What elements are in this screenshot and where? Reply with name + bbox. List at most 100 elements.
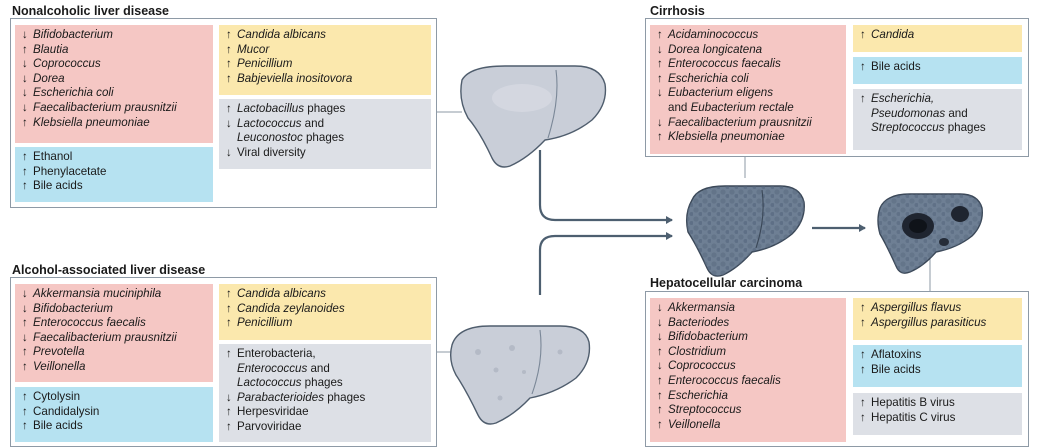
taxon-text: Enterobacteria, bbox=[237, 347, 316, 360]
taxon-text: Penicillium bbox=[237, 57, 293, 71]
increase-arrow-icon: ↑ bbox=[657, 417, 663, 431]
list-item: ↑ Cytolysin bbox=[22, 390, 207, 405]
list-item: ↑ Aflatoxins bbox=[860, 348, 1016, 363]
increase-arrow-icon: ↑ bbox=[860, 92, 866, 105]
increase-arrow-icon: ↑ bbox=[657, 130, 663, 144]
taxon-text: Hepatitis B virus bbox=[871, 396, 955, 409]
increase-arrow-icon: ↑ bbox=[860, 60, 866, 73]
list-item: ↓ Dorea bbox=[22, 72, 207, 87]
taxon-text: Coprococcus bbox=[33, 57, 101, 71]
increase-arrow-icon: ↑ bbox=[657, 71, 663, 85]
taxon-text: Cytolysin bbox=[33, 390, 81, 403]
taxon-text: Escherichia coli bbox=[33, 86, 114, 100]
taxon-text: Babjeviella inositovora bbox=[237, 71, 353, 85]
list-item: ↓ Faecalibacterium prausnitzii bbox=[22, 331, 207, 346]
list-item: ↑ Penicillium bbox=[226, 57, 425, 72]
decrease-arrow-icon: ↓ bbox=[657, 359, 663, 373]
cirrhosis-metabolites-box: ↑ Bile acids bbox=[853, 57, 1022, 84]
hcc-metabolites-box: ↑ Aflatoxins↑ Bile acids bbox=[853, 345, 1022, 387]
taxon-text: Bifidobacterium bbox=[33, 28, 113, 41]
list-item: ↑ Escherichia coli bbox=[657, 72, 840, 87]
taxon-text: phages bbox=[301, 376, 343, 390]
taxon-text: Clostridium bbox=[668, 344, 726, 358]
decrease-arrow-icon: ↓ bbox=[22, 330, 28, 344]
increase-arrow-icon: ↑ bbox=[226, 287, 232, 300]
increase-arrow-icon: ↑ bbox=[22, 390, 28, 403]
decrease-arrow-icon: ↓ bbox=[22, 57, 28, 71]
hcc-bacteria-box: ↓ Akkermansia↓ Bacteriodes↓ Bifidobacter… bbox=[650, 298, 846, 442]
list-item: Enterococcus and bbox=[226, 362, 425, 377]
list-item: ↑ Veillonella bbox=[22, 360, 207, 375]
list-item: ↑ Lactobacillus phages bbox=[226, 102, 425, 117]
increase-arrow-icon: ↑ bbox=[226, 28, 232, 41]
taxon-text: Aspergillus parasiticus bbox=[871, 315, 987, 329]
ald-metabolites-box: ↑ Cytolysin↑ Candidalysin↑ Bile acids bbox=[15, 387, 213, 442]
taxon-text: and bbox=[945, 106, 968, 120]
taxon-text: Lactobacillus bbox=[237, 102, 305, 115]
list-item: ↑ Hepatitis C virus bbox=[860, 411, 1016, 426]
increase-arrow-icon: ↑ bbox=[22, 316, 28, 330]
taxon-text: and bbox=[301, 116, 325, 130]
decrease-arrow-icon: ↓ bbox=[22, 28, 28, 41]
taxon-text: Parabacterioides bbox=[237, 390, 325, 404]
list-item: ↑ Penicillium bbox=[226, 316, 425, 331]
cirrhosis-bacteria-box: ↑ Acidaminococcus↓ Dorea longicatena↑ En… bbox=[650, 25, 846, 154]
taxon-text: Candida bbox=[871, 28, 915, 41]
increase-arrow-icon: ↑ bbox=[226, 42, 232, 56]
hcc-fungi-box: ↑ Aspergillus flavus↑ Aspergillus parasi… bbox=[853, 298, 1022, 340]
increase-arrow-icon: ↑ bbox=[657, 344, 663, 358]
increase-arrow-icon: ↑ bbox=[226, 405, 232, 419]
list-item: and Eubacterium rectale bbox=[657, 101, 840, 116]
list-item: ↑ Blautia bbox=[22, 43, 207, 58]
list-item: ↑ Herpesviridae bbox=[226, 405, 425, 420]
increase-arrow-icon: ↑ bbox=[860, 348, 866, 361]
list-item: ↓ Escherichia coli bbox=[22, 86, 207, 101]
taxon-text: Candida albicans bbox=[237, 287, 326, 300]
list-item: ↑ Veillonella bbox=[657, 418, 840, 433]
increase-arrow-icon: ↑ bbox=[22, 179, 28, 193]
nafld-bacteria-box: ↓ Bifidobacterium↑ Blautia↓ Coprococcus↓… bbox=[15, 25, 213, 143]
list-item: ↓ Dorea longicatena bbox=[657, 43, 840, 58]
taxon-text: Lactococcus bbox=[237, 376, 302, 390]
increase-arrow-icon: ↑ bbox=[860, 396, 866, 409]
list-item: ↑ Klebsiella pneumoniae bbox=[22, 116, 207, 131]
increase-arrow-icon: ↑ bbox=[22, 345, 28, 359]
taxon-text: Enterococcus faecalis bbox=[668, 373, 781, 387]
taxon-text: Coprococcus bbox=[668, 359, 736, 373]
list-item: Pseudomonas and bbox=[860, 107, 1016, 122]
increase-arrow-icon: ↑ bbox=[657, 57, 663, 71]
list-item: Lactococcus phages bbox=[226, 376, 425, 391]
taxon-text: phages bbox=[324, 390, 366, 404]
title-cirrhosis: Cirrhosis bbox=[650, 4, 705, 18]
taxon-text: Aflatoxins bbox=[871, 348, 922, 361]
decrease-arrow-icon: ↓ bbox=[226, 390, 232, 404]
taxon-text: Dorea longicatena bbox=[668, 42, 763, 56]
list-item: ↓ Lactococcus and bbox=[226, 117, 425, 132]
increase-arrow-icon: ↑ bbox=[657, 388, 663, 402]
healthy-liver-icon bbox=[460, 65, 607, 168]
taxon-text: Candida albicans bbox=[237, 28, 326, 41]
list-item: ↑ Phenylacetate bbox=[22, 165, 207, 180]
increase-arrow-icon: ↑ bbox=[22, 419, 28, 433]
taxon-text: Viral diversity bbox=[237, 145, 306, 159]
decrease-arrow-icon: ↓ bbox=[22, 287, 28, 300]
increase-arrow-icon: ↑ bbox=[22, 150, 28, 163]
taxon-text: Lactococcus bbox=[237, 116, 302, 130]
list-item: ↑ Enterococcus faecalis bbox=[657, 374, 840, 389]
decrease-arrow-icon: ↓ bbox=[657, 301, 663, 314]
list-item: ↑ Clostridium bbox=[657, 345, 840, 360]
taxon-text: Prevotella bbox=[33, 345, 85, 359]
taxon-text: Klebsiella pneumoniae bbox=[668, 130, 785, 144]
taxon-text: Penicillium bbox=[237, 316, 293, 330]
title-hcc: Hepatocellular carcinoma bbox=[650, 276, 803, 290]
fatty-liver-icon bbox=[449, 325, 591, 425]
list-item: ↑ Escherichia, bbox=[860, 92, 1016, 107]
list-item: ↓ Eubacterium eligens bbox=[657, 86, 840, 101]
list-item: ↑ Candida bbox=[860, 28, 1016, 43]
list-item: ↓ Bifidobacterium bbox=[22, 28, 207, 43]
taxon-text: Veillonella bbox=[33, 359, 86, 373]
taxon-text: Bacteriodes bbox=[668, 315, 730, 329]
taxon-text: Eubacterium rectale bbox=[690, 100, 794, 114]
